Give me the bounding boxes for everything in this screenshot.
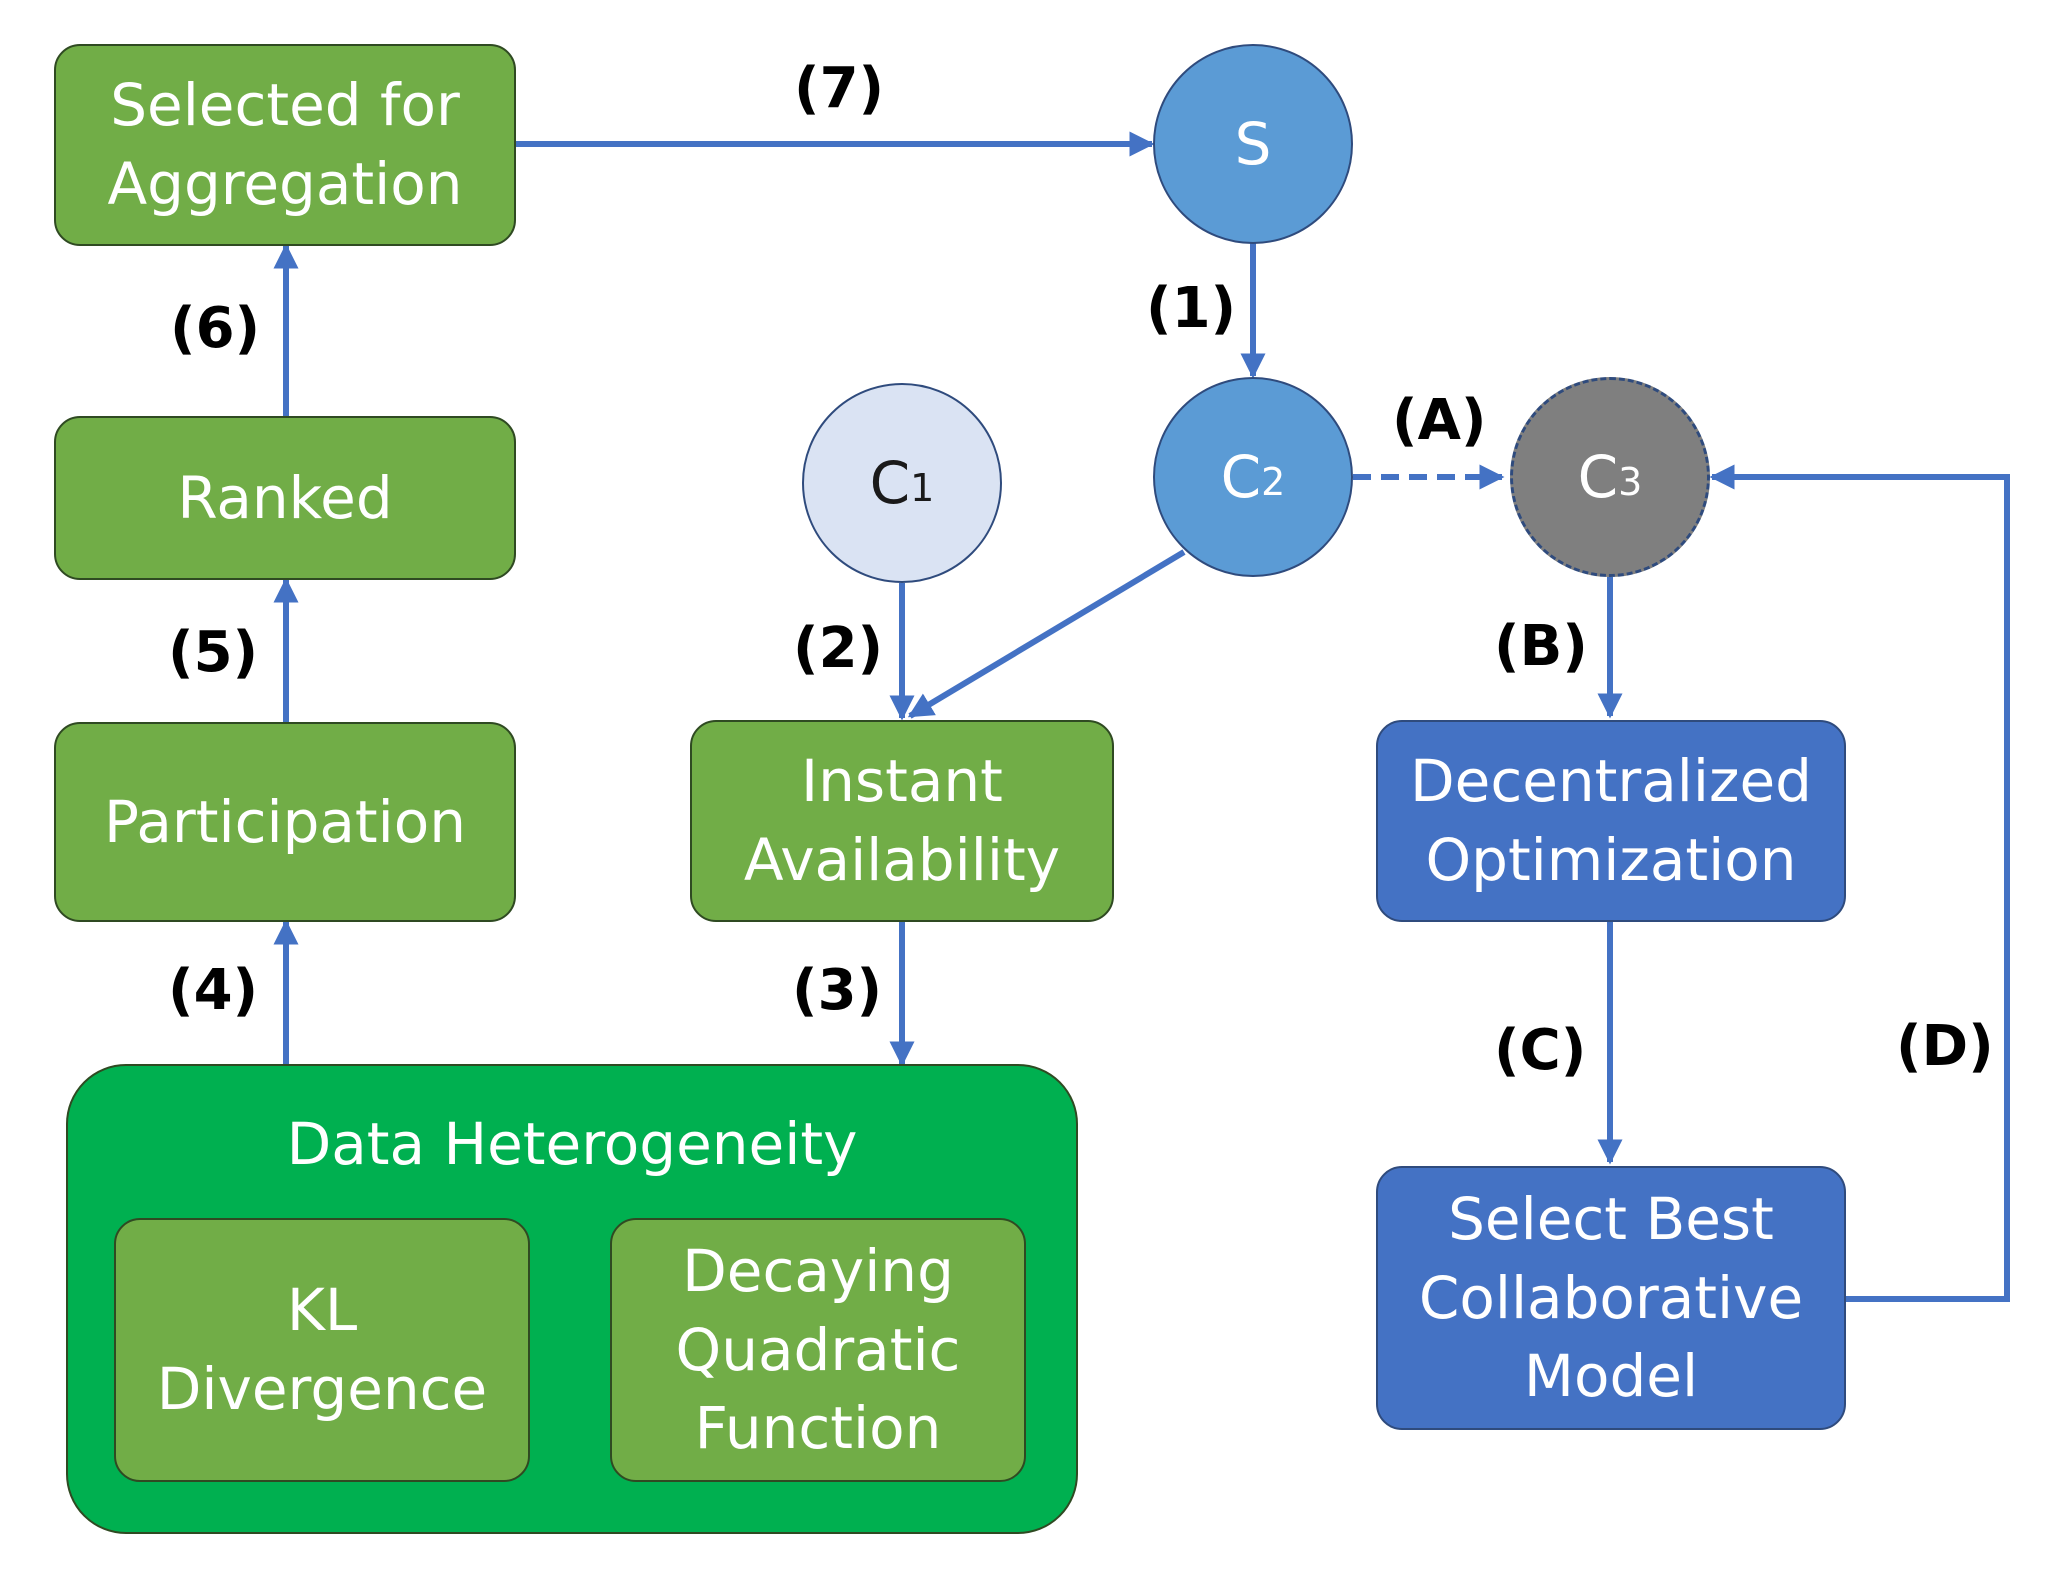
step-label-c: (C) (1494, 1018, 1587, 1083)
decentralized-optimization-box: Decentralized Optimization (1376, 720, 1846, 922)
c3-letter: C (1577, 443, 1619, 511)
kl-divergence-box: KL Divergence (114, 1218, 530, 1482)
step-label-2: (2) (793, 616, 884, 681)
participation-label: Participation (103, 787, 467, 856)
decentralized-optimization-label: Decentralized Optimization (1410, 747, 1812, 894)
step-label-7: (7) (794, 56, 885, 121)
server-node-label: S (1234, 110, 1272, 178)
data-heterogeneity-label: Data Heterogeneity (286, 1110, 858, 1178)
step-label-d: (D) (1896, 1014, 1994, 1079)
ranked-label: Ranked (177, 463, 393, 532)
select-best-model-box: Select Best Collaborative Model (1376, 1166, 1846, 1430)
kl-divergence-label: KL Divergence (156, 1276, 488, 1423)
step-label-1: (1) (1146, 276, 1237, 341)
c2-letter: C (1220, 443, 1262, 511)
selected-for-aggregation-label: Selected for Aggregation (107, 71, 463, 218)
decaying-quadratic-box: Decaying Quadratic Function (610, 1218, 1026, 1482)
step-label-3: (3) (792, 958, 883, 1023)
decaying-quadratic-label: Decaying Quadratic Function (675, 1236, 961, 1463)
arrow-c2-to-instant (907, 549, 1186, 719)
step-label-b: (B) (1494, 614, 1588, 679)
instant-availability-box: Instant Availability (690, 720, 1114, 922)
step-label-4: (4) (168, 958, 259, 1023)
participation-box: Participation (54, 722, 516, 922)
c1-subscript: 1 (910, 466, 935, 510)
server-node-s: S (1153, 44, 1353, 244)
select-best-model-label: Select Best Collaborative Model (1418, 1184, 1804, 1411)
c3-subscript: 3 (1618, 460, 1643, 504)
step-label-a: (A) (1392, 388, 1487, 453)
selected-for-aggregation-box: Selected for Aggregation (54, 44, 516, 246)
arrow-selectbest-to-c3 (1709, 464, 2010, 1302)
ranked-box: Ranked (54, 416, 516, 580)
step-label-6: (6) (170, 296, 261, 361)
c2-subscript: 2 (1261, 460, 1286, 504)
instant-availability-label: Instant Availability (743, 747, 1061, 894)
c1-letter: C (869, 449, 911, 517)
step-label-5: (5) (168, 620, 259, 685)
